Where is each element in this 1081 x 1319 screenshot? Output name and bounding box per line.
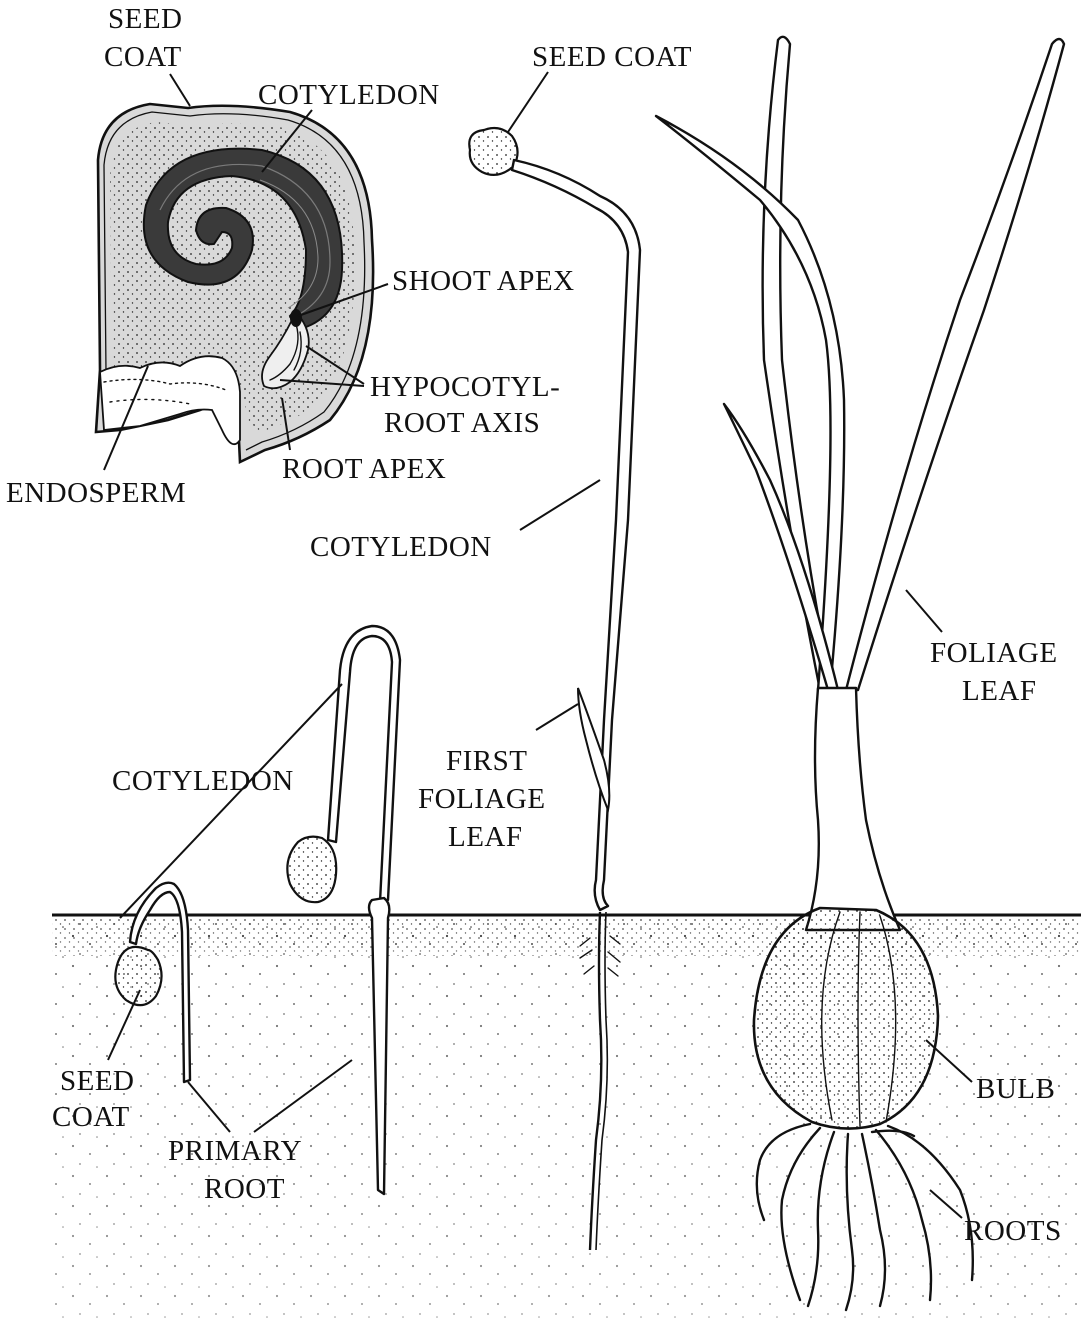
label-seed-coat-seed-l2: COAT [104, 41, 182, 73]
shoot-apex [290, 309, 302, 327]
label-cotyledon-seed: COTYLEDON [258, 79, 440, 111]
label-primary-root-l1: PRIMARY [168, 1135, 302, 1167]
label-cotyledon-tall: COTYLEDON [310, 531, 492, 563]
label-hypocotyl-l1: HYPOCOTYL- [370, 371, 560, 403]
label-seed-coat-young-l1: SEED [60, 1065, 135, 1097]
label-bulb: BULB [976, 1073, 1055, 1105]
label-shoot-apex: SHOOT APEX [392, 265, 575, 297]
label-foliage-leaf-l1: FOLIAGE [930, 637, 1058, 669]
label-root-apex: ROOT APEX [282, 453, 446, 485]
label-cotyledon-young: COTYLEDON [112, 765, 294, 797]
label-hypocotyl-l2: ROOT AXIS [384, 407, 540, 439]
label-first-foliage-l3: LEAF [448, 821, 523, 853]
seed-coat-tall-shape [469, 128, 517, 175]
label-seed-coat-tall: SEED COAT [532, 41, 692, 73]
label-first-foliage-l2: FOLIAGE [418, 783, 546, 815]
label-primary-root-l2: ROOT [204, 1173, 285, 1205]
label-foliage-leaf-l2: LEAF [962, 675, 1037, 707]
bulb-shape [754, 908, 938, 1129]
label-seed-coat-young-l2: COAT [52, 1101, 130, 1133]
label-roots: ROOTS [964, 1215, 1062, 1247]
label-seed-coat-seed-l1: SEED [108, 3, 183, 35]
label-endosperm: ENDOSPERM [6, 477, 186, 509]
label-first-foliage-l1: FIRST [446, 745, 527, 777]
seed-cross-section [96, 104, 373, 462]
